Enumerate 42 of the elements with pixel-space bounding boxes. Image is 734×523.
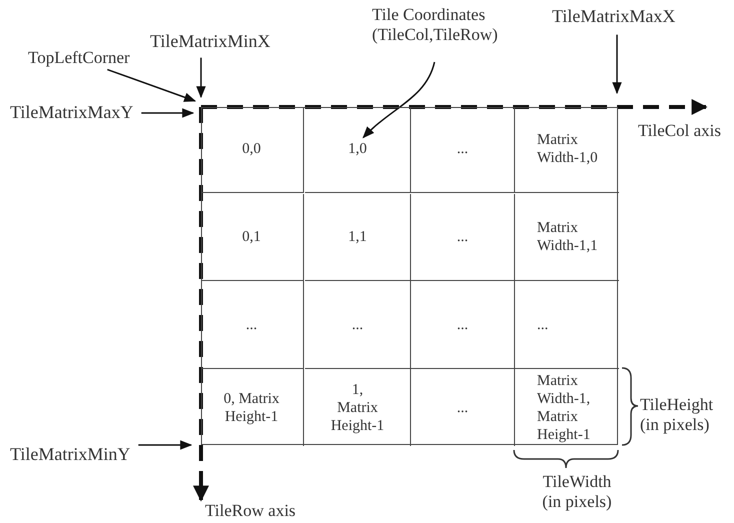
tile-coordinate-text: ... bbox=[456, 140, 468, 158]
tile-coordinate-text: ... bbox=[352, 316, 364, 334]
arrow bbox=[141, 108, 194, 118]
tile-cell bbox=[411, 106, 515, 192]
tile-coordinate-text: 1,1 bbox=[348, 228, 367, 246]
tile-coordinate-text: 0, Matrix Height-1 bbox=[222, 390, 280, 426]
annotation-label: Tile Coordinates (TileCol,TileRow) bbox=[372, 5, 497, 44]
tile-coordinate-text: 0,0 bbox=[242, 140, 261, 158]
curved-arrow bbox=[362, 62, 436, 138]
tile-cell bbox=[200, 281, 304, 369]
annotation-label: TileMatrixMaxY bbox=[10, 102, 134, 123]
tile-coordinate-text: ... bbox=[537, 316, 548, 334]
arrow bbox=[138, 440, 192, 450]
tile-coordinate-text: Matrix Width-1, Matrix Height-1 bbox=[537, 372, 592, 444]
tile-cell bbox=[411, 194, 515, 281]
tile-coordinate-text: ... bbox=[246, 316, 258, 334]
tile-cell bbox=[305, 194, 411, 281]
tile-coordinate-text: ... bbox=[456, 316, 468, 334]
tile-coordinate-text: 1,0 bbox=[348, 140, 367, 158]
tile-cell bbox=[411, 281, 515, 369]
annotation-label: TileMatrixMinY bbox=[10, 444, 130, 465]
axis-label: TileCol axis bbox=[638, 121, 721, 141]
tile-coordinate-text: Matrix Width-1,0 bbox=[537, 131, 599, 167]
dimension-label: TileHeight (in pixels) bbox=[640, 395, 714, 434]
arrow bbox=[196, 58, 206, 98]
annotation-label: TopLeftCorner bbox=[28, 48, 130, 68]
tile-coordinate-text: 0,1 bbox=[242, 228, 261, 246]
dimension-label: TileWidth (in pixels) bbox=[541, 472, 613, 512]
tile-cell bbox=[305, 281, 411, 369]
tile-coordinate-text: 1, Matrix Height-1 bbox=[330, 380, 384, 434]
tile-cell bbox=[305, 106, 411, 192]
tile-coordinate-text: ... bbox=[456, 398, 468, 416]
axis-label: TileRow axis bbox=[205, 501, 296, 521]
arrow bbox=[612, 34, 622, 94]
tile-matrix-grid bbox=[201, 107, 618, 445]
tile-cell bbox=[200, 194, 304, 281]
tile-coordinate-text: Matrix Width-1,1 bbox=[537, 219, 599, 255]
annotation-label: TileMatrixMaxX bbox=[552, 6, 676, 27]
tile-cell bbox=[200, 106, 304, 192]
arrow bbox=[107, 68, 196, 102]
annotation-label: TileMatrixMinX bbox=[150, 31, 270, 52]
tile-coordinate-text: ... bbox=[456, 228, 468, 246]
